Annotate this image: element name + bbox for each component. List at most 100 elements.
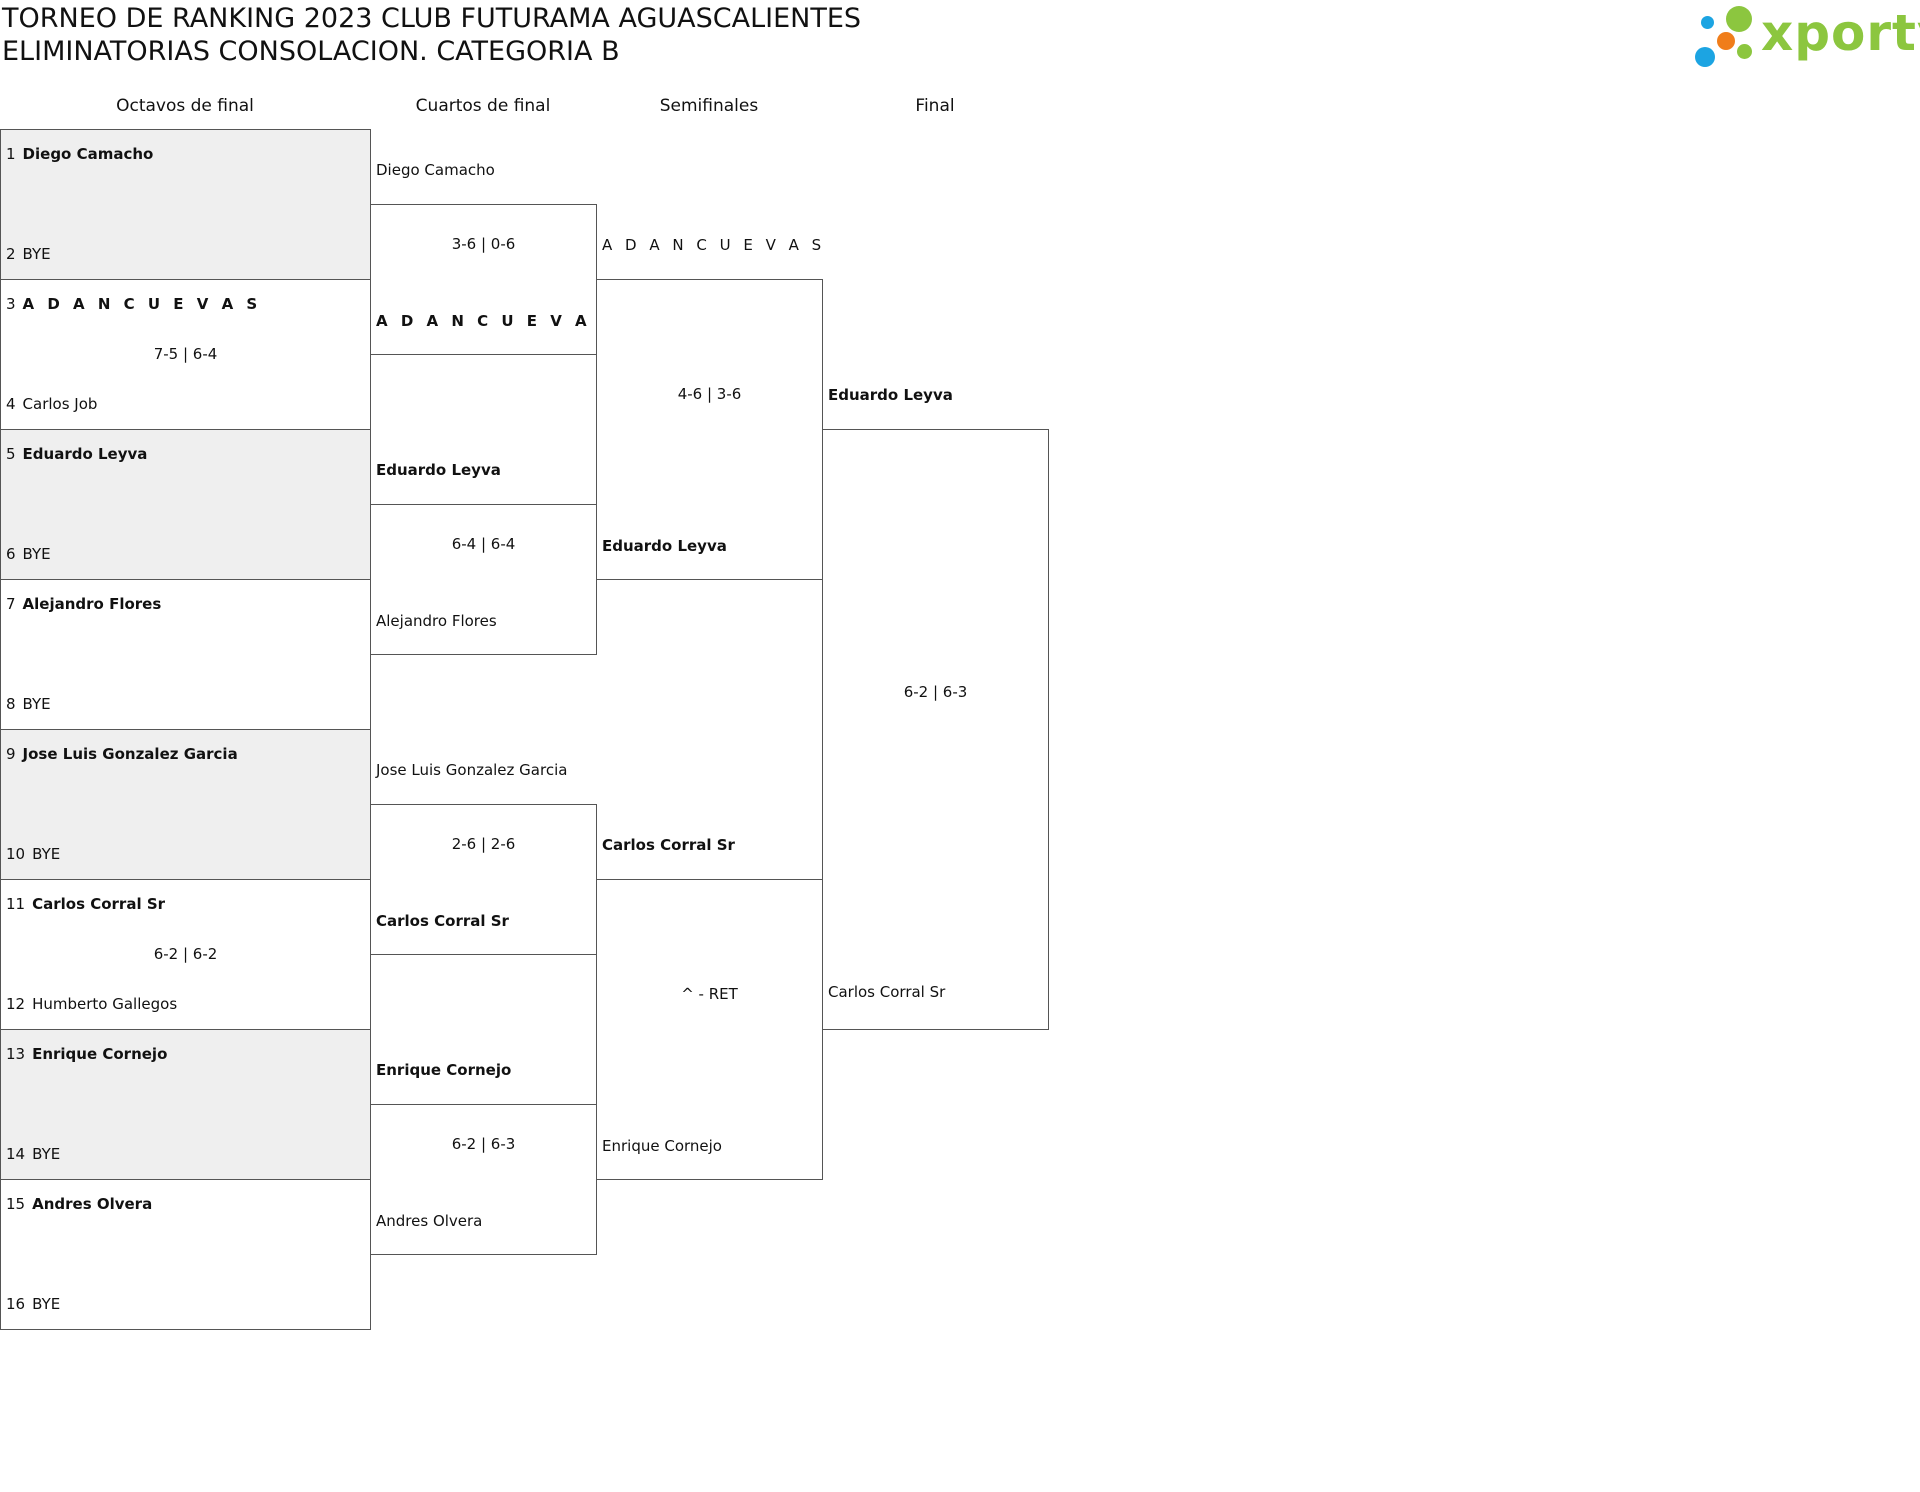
- seed-number: 3: [6, 295, 16, 313]
- player-slot[interactable]: 3 A D A N C U E V A S: [6, 295, 261, 313]
- match-score: 6-2 | 6-3: [903, 683, 968, 701]
- player-name: Andres Olvera: [376, 1212, 483, 1230]
- seed-number: 10: [6, 845, 26, 863]
- player-name: A D A N C U E V A S: [22, 295, 262, 313]
- player-name: Enrique Cornejo: [32, 1045, 168, 1063]
- player-slot[interactable]: Enrique Cornejo: [376, 1061, 511, 1079]
- round-header-sf: Semifinales: [659, 96, 759, 116]
- logo-dot-icon: [1726, 6, 1752, 32]
- player-slot[interactable]: Andres Olvera: [376, 1212, 482, 1230]
- player-name: Eduardo Leyva: [22, 445, 148, 463]
- player-slot[interactable]: 15 Andres Olvera: [6, 1195, 152, 1213]
- seed-number: 5: [6, 445, 16, 463]
- match-box-qf: [370, 1104, 597, 1255]
- player-name: Carlos Corral Sr: [32, 895, 166, 913]
- seed-number: 4: [6, 395, 16, 413]
- logo-dot-icon: [1717, 32, 1735, 50]
- player-name: Eduardo Leyva: [828, 386, 953, 404]
- player-slot[interactable]: 5 Eduardo Leyva: [6, 445, 147, 463]
- player-name: BYE: [22, 545, 51, 563]
- seed-number: 1: [6, 145, 16, 163]
- player-name: Jose Luis Gonzalez Garcia: [376, 761, 568, 779]
- xporty-logo[interactable]: xporty: [1695, 4, 1920, 67]
- round-header-r16: Octavos de final: [116, 96, 254, 116]
- player-name: Carlos Corral Sr: [602, 836, 735, 854]
- player-name: A D A N C U E V A S: [602, 236, 826, 254]
- player-slot[interactable]: Eduardo Leyva: [376, 461, 501, 479]
- player-slot[interactable]: Enrique Cornejo: [602, 1137, 722, 1155]
- player-name: BYE: [32, 845, 61, 863]
- logo-dot-icon: [1737, 44, 1752, 59]
- player-name: Diego Camacho: [376, 161, 495, 179]
- seed-number: 15: [6, 1195, 26, 1213]
- logo-dot-icon: [1695, 47, 1715, 67]
- player-slot[interactable]: 10 BYE: [6, 845, 60, 863]
- match-score: ^ - RET: [681, 985, 738, 1003]
- logo-dot-icon: [1701, 16, 1714, 29]
- player-slot[interactable]: 1 Diego Camacho: [6, 145, 153, 163]
- seed-number: 16: [6, 1295, 26, 1313]
- player-name: BYE: [32, 1295, 61, 1313]
- player-slot[interactable]: Carlos Corral Sr: [828, 983, 945, 1001]
- player-name: A D A N C U E V A S: [376, 312, 615, 330]
- player-name: BYE: [32, 1145, 61, 1163]
- match-box-qf: [370, 504, 597, 655]
- seed-number: 11: [6, 895, 26, 913]
- player-name: Humberto Gallegos: [32, 995, 178, 1013]
- player-slot[interactable]: Eduardo Leyva: [602, 537, 727, 555]
- match-box-r16: [0, 879, 371, 1030]
- seed-number: 7: [6, 595, 16, 613]
- player-name: Eduardo Leyva: [376, 461, 501, 479]
- match-box-r16: [0, 1029, 371, 1180]
- player-slot[interactable]: A D A N C U E V A S: [376, 312, 615, 330]
- match-box-final: [822, 429, 1049, 1030]
- player-slot[interactable]: Eduardo Leyva: [828, 386, 953, 404]
- seed-number: 14: [6, 1145, 26, 1163]
- player-slot[interactable]: 7 Alejandro Flores: [6, 595, 161, 613]
- tournament-subtitle: ELIMINATORIAS CONSOLACION. CATEGORIA B: [2, 36, 620, 67]
- player-slot[interactable]: A D A N C U E V A S: [602, 236, 825, 254]
- match-box-qf: [370, 204, 597, 355]
- player-slot[interactable]: 2 BYE: [6, 245, 51, 263]
- player-name: Diego Camacho: [22, 145, 154, 163]
- player-name: Alejandro Flores: [376, 612, 497, 630]
- player-slot[interactable]: Alejandro Flores: [376, 612, 497, 630]
- seed-number: 8: [6, 695, 16, 713]
- player-name: Enrique Cornejo: [602, 1137, 722, 1155]
- tournament-title: TORNEO DE RANKING 2023 CLUB FUTURAMA AGU…: [2, 3, 862, 34]
- player-slot[interactable]: 12 Humberto Gallegos: [6, 995, 177, 1013]
- player-slot[interactable]: Carlos Corral Sr: [376, 912, 509, 930]
- match-box-qf: [370, 804, 597, 955]
- player-slot[interactable]: 13 Enrique Cornejo: [6, 1045, 167, 1063]
- match-score: 4-6 | 3-6: [677, 385, 742, 403]
- player-name: Andres Olvera: [32, 1195, 153, 1213]
- match-box-sf: [596, 279, 823, 580]
- player-slot[interactable]: Jose Luis Gonzalez Garcia: [376, 761, 567, 779]
- match-score: 7-5 | 6-4: [153, 345, 218, 363]
- player-slot[interactable]: 11 Carlos Corral Sr: [6, 895, 165, 913]
- match-box-sf: [596, 879, 823, 1180]
- player-name: BYE: [22, 245, 51, 263]
- seed-number: 13: [6, 1045, 26, 1063]
- player-name: Eduardo Leyva: [602, 537, 727, 555]
- player-slot[interactable]: 14 BYE: [6, 1145, 60, 1163]
- player-slot[interactable]: Carlos Corral Sr: [602, 836, 735, 854]
- logo-text: xporty: [1761, 4, 1920, 62]
- player-slot[interactable]: 16 BYE: [6, 1295, 60, 1313]
- match-score: 6-2 | 6-2: [153, 945, 218, 963]
- seed-number: 12: [6, 995, 26, 1013]
- match-box-r16: [0, 129, 371, 280]
- player-name: Jose Luis Gonzalez Garcia: [22, 745, 238, 763]
- match-box-r16: [0, 1179, 371, 1330]
- player-name: Enrique Cornejo: [376, 1061, 512, 1079]
- seed-number: 2: [6, 245, 16, 263]
- match-score: 2-6 | 2-6: [451, 835, 516, 853]
- player-slot[interactable]: Diego Camacho: [376, 161, 495, 179]
- player-name: Alejandro Flores: [22, 595, 162, 613]
- player-name: Carlos Corral Sr: [828, 983, 946, 1001]
- player-name: Carlos Corral Sr: [376, 912, 509, 930]
